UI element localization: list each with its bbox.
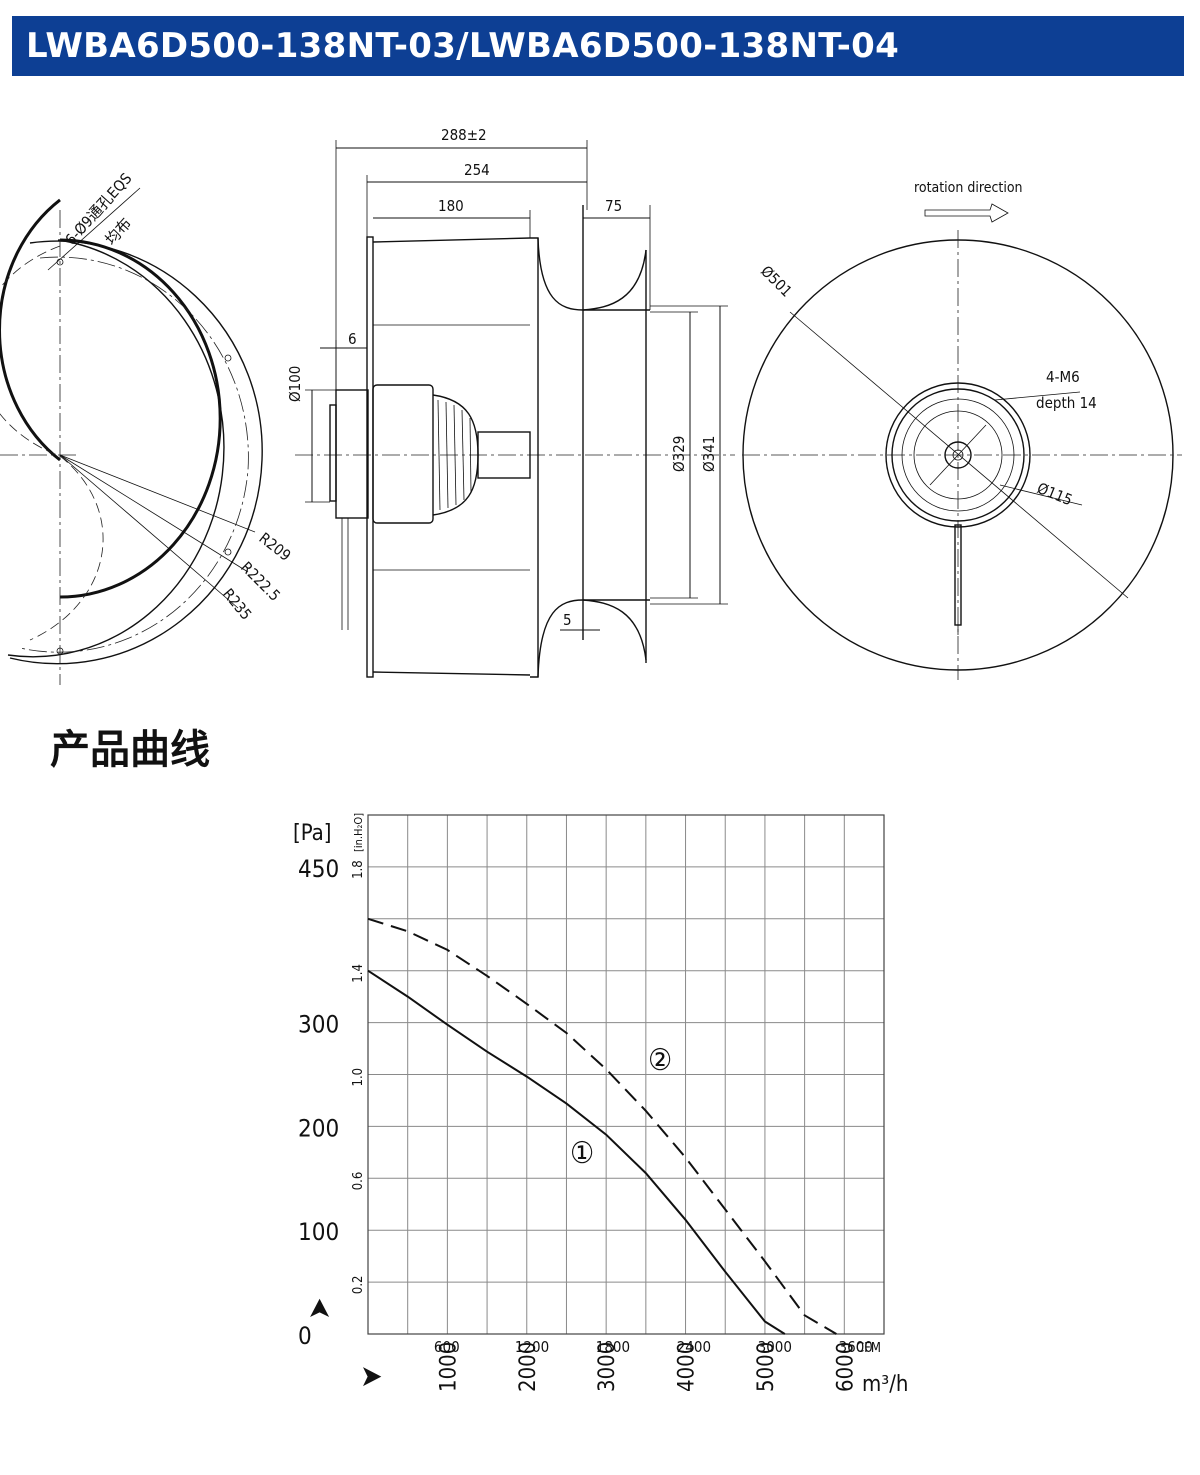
- series-2-line: [367, 917, 837, 1335]
- y-tick-label: 450: [298, 855, 339, 883]
- header-bar: LWBA6D500-138NT-03/LWBA6D500-138NT-04: [12, 16, 1184, 76]
- x-unit-label: m³/h: [862, 1372, 908, 1397]
- x-unit-secondary-label: CFM: [856, 1341, 881, 1356]
- y-tick-label-secondary: 1.4: [351, 964, 366, 983]
- y-tick-label-secondary: 0.6: [351, 1172, 366, 1191]
- performance-chart: 0 100 200 300 450 0.2 0.6 1.0 1.4 1.8 1000 2000 3000…: [293, 813, 908, 1397]
- x-tick-label-secondary: 600: [434, 1338, 460, 1356]
- chart-ticks: 0 100 200 300 450 0.2 0.6 1.0 1.4 1.8 1000 2000 3000…: [298, 855, 873, 1392]
- chart-grid: [367, 814, 885, 1335]
- dim-dia-100: Ø100: [286, 366, 304, 402]
- radius-label-3: R235: [219, 585, 255, 623]
- series-1-annotation: ①: [570, 1136, 594, 1171]
- y-axis-arrow: ➤: [302, 1297, 337, 1320]
- y-tick-label-secondary: 1.0: [351, 1068, 366, 1087]
- radius-label-1: R209: [256, 529, 295, 565]
- dim-dia-115: Ø115: [1035, 479, 1075, 509]
- dim-5: 5: [563, 611, 572, 629]
- dim-288: 288±2: [441, 126, 487, 144]
- left-flange-view: 6-Ø9通孔EQS 均布 R209 R222.5 R235: [0, 169, 294, 685]
- depth-label: depth 14: [1036, 394, 1097, 412]
- dim-dia-329: Ø329: [670, 436, 688, 472]
- dim-dia-501: Ø501: [757, 262, 795, 300]
- dim-6: 6: [348, 330, 357, 348]
- x-tick-label: 3000: [595, 1342, 620, 1392]
- chart-curves: [367, 917, 837, 1335]
- x-tick-label-secondary: 3600: [839, 1338, 873, 1356]
- x-axis-arrow: ➤: [360, 1359, 383, 1394]
- technical-drawing: 6-Ø9通孔EQS 均布 R209 R222.5 R235: [0, 126, 1182, 685]
- y-tick-label: 100: [298, 1218, 339, 1246]
- dim-dia-341: Ø341: [700, 436, 718, 472]
- y-tick-label: 200: [298, 1114, 339, 1142]
- rotation-label: rotation direction: [914, 180, 1023, 196]
- x-tick-label-secondary: 3000: [758, 1338, 792, 1356]
- dim-180: 180: [438, 197, 464, 215]
- x-tick-label: 6000: [833, 1342, 858, 1392]
- y-unit-label: [Pa]: [293, 821, 332, 846]
- y-tick-label-secondary: 1.8: [351, 860, 366, 879]
- x-tick-label: 1000: [436, 1342, 461, 1392]
- hole-note-2: 均布: [102, 214, 135, 248]
- x-tick-label: 2000: [516, 1342, 541, 1392]
- y-unit-secondary-label: [in.H₂O]: [352, 813, 365, 852]
- side-view: 288±2 254 180 75 6 5 Ø100 Ø329 Ø341: [286, 126, 735, 678]
- section-title: 产品曲线: [50, 727, 210, 773]
- x-tick-label-secondary: 1800: [596, 1338, 630, 1356]
- y-tick-label: 300: [298, 1011, 339, 1039]
- y-tick-label: 0: [298, 1322, 312, 1350]
- series-2-annotation: ②: [648, 1043, 672, 1078]
- x-tick-label: 5000: [754, 1342, 779, 1392]
- x-tick-label-secondary: 2400: [677, 1338, 711, 1356]
- x-tick-label-secondary: 1200: [515, 1338, 549, 1356]
- front-view: rotation direction Ø501 4-M6 depth 14 Ø1…: [742, 180, 1182, 680]
- plot-frame: [367, 814, 885, 1335]
- dim-75: 75: [605, 197, 622, 215]
- x-tick-label: 4000: [675, 1342, 700, 1392]
- product-title: LWBA6D500-138NT-03/LWBA6D500-138NT-04: [26, 26, 900, 66]
- thread-label: 4-M6: [1046, 368, 1080, 386]
- series-1-line: [367, 969, 786, 1335]
- dim-254: 254: [464, 161, 490, 179]
- y-tick-label-secondary: 0.2: [351, 1276, 366, 1295]
